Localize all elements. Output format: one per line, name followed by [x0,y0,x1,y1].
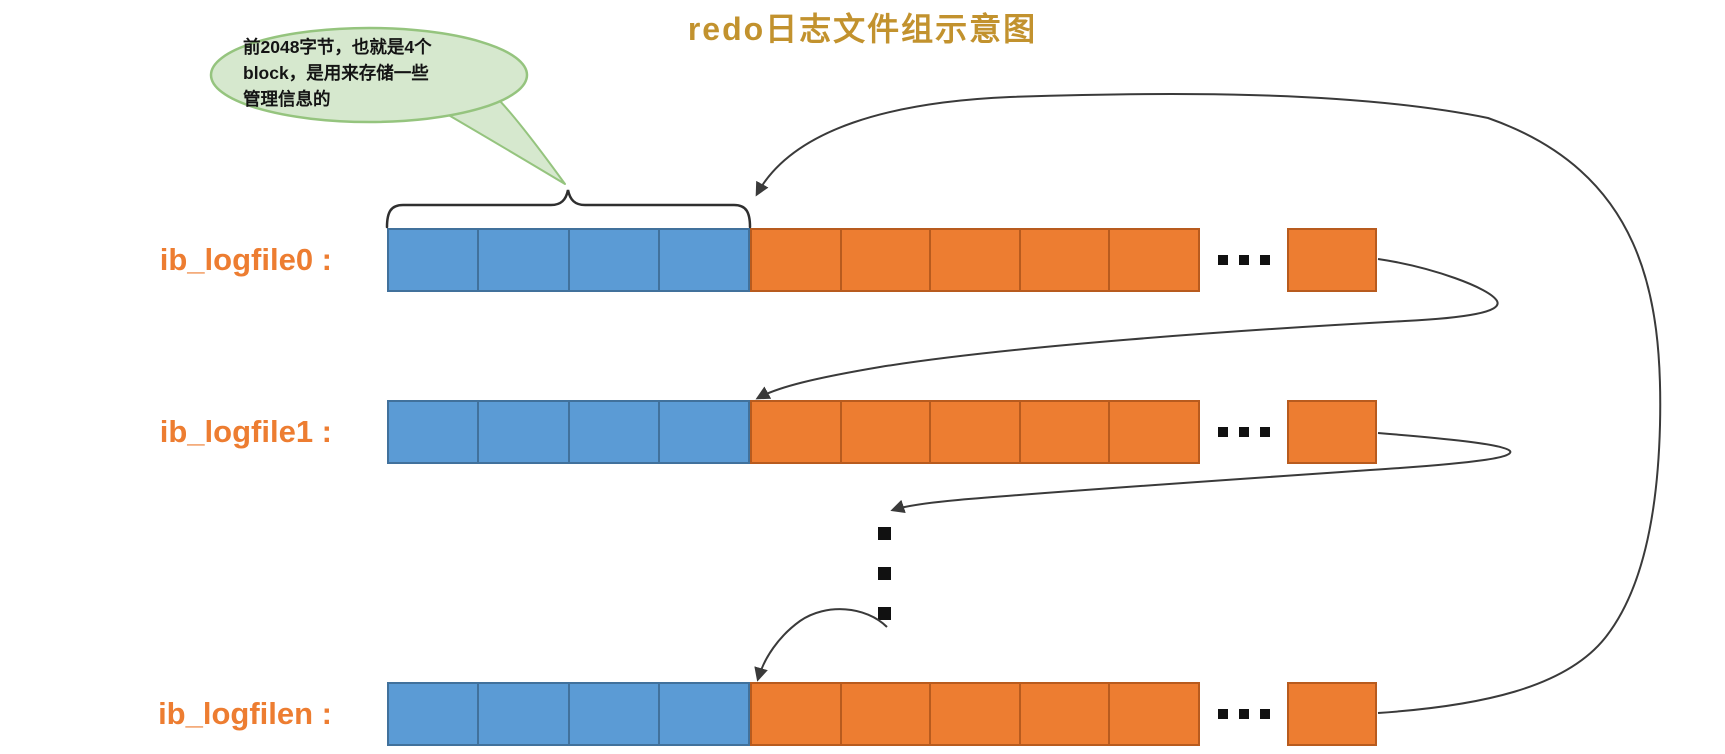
vertical-ellipsis-dot [878,567,891,580]
management-block [479,230,570,290]
management-block [569,230,660,290]
first-2048-bytes-brace [385,189,752,229]
row-ellipsis-dot [1259,709,1270,719]
callout-line: 管理信息的 [243,89,331,109]
management-block [479,402,570,462]
log-block [1289,402,1375,462]
diagram-title: redo日志文件组示意图 [687,11,1038,47]
log-block [1020,402,1111,462]
row-ellipsis-dot [1238,709,1249,719]
log-block [841,684,932,744]
logfilen-track [387,682,1377,746]
log-block [931,402,1021,462]
log-block [841,402,932,462]
callout-line: 前2048字节，也就是4个 [243,37,432,57]
row-ellipsis [1200,400,1287,464]
log-block-tail-group [1287,682,1377,746]
callout-text: 前2048字节，也就是4个 block，是用来存储一些 管理信息的 [243,34,515,112]
log-block [931,230,1021,290]
log-block [841,230,932,290]
log-block [1110,402,1198,462]
log-block [1289,684,1375,744]
log-block-group [750,682,1200,746]
management-block-group [387,400,750,464]
logfile1-track [387,400,1377,464]
log-block-group [750,400,1200,464]
log-block [752,402,842,462]
row-ellipsis [1200,682,1287,746]
logfile0-row [387,228,1377,292]
log-block-tail-group [1287,228,1377,292]
log-block [752,230,842,290]
management-block [659,684,748,744]
management-block [389,402,480,462]
management-block [569,402,660,462]
row-ellipsis-dot [1238,255,1249,265]
management-block [479,684,570,744]
log-block [931,684,1021,744]
log-block-group [750,228,1200,292]
row-ellipsis [1200,228,1287,292]
row-ellipsis-dot [1238,427,1249,437]
log-block [1020,684,1111,744]
row-ellipsis-dot [1217,427,1228,437]
management-block-group [387,682,750,746]
logfile1-label: ib_logfile1 : [159,414,332,449]
log-block [752,684,842,744]
vertical-ellipsis-dot [878,607,891,620]
logfilen-row [387,682,1377,746]
log-block [1289,230,1375,290]
management-block-group [387,228,750,292]
log-block [1020,230,1111,290]
row-ellipsis-dot [1259,427,1270,437]
log-block [1110,684,1198,744]
row-ellipsis-dot [1217,709,1228,719]
management-block [389,230,480,290]
callout-line: block，是用来存储一些 [243,63,429,83]
logfilen-label: ib_logfilen : [158,696,332,731]
row-ellipsis-dot [1217,255,1228,265]
management-block [659,230,748,290]
arrow-ellipsis-to-logfilen [754,608,888,682]
log-block [1110,230,1198,290]
logfile1-row [387,400,1377,464]
log-block-tail-group [1287,400,1377,464]
logfile0-track [387,228,1377,292]
logfile0-label: ib_logfile0 : [159,242,332,277]
vertical-ellipsis-dot [878,527,891,540]
row-ellipsis-dot [1259,255,1270,265]
management-block [569,684,660,744]
management-block [389,684,480,744]
management-block [659,402,748,462]
